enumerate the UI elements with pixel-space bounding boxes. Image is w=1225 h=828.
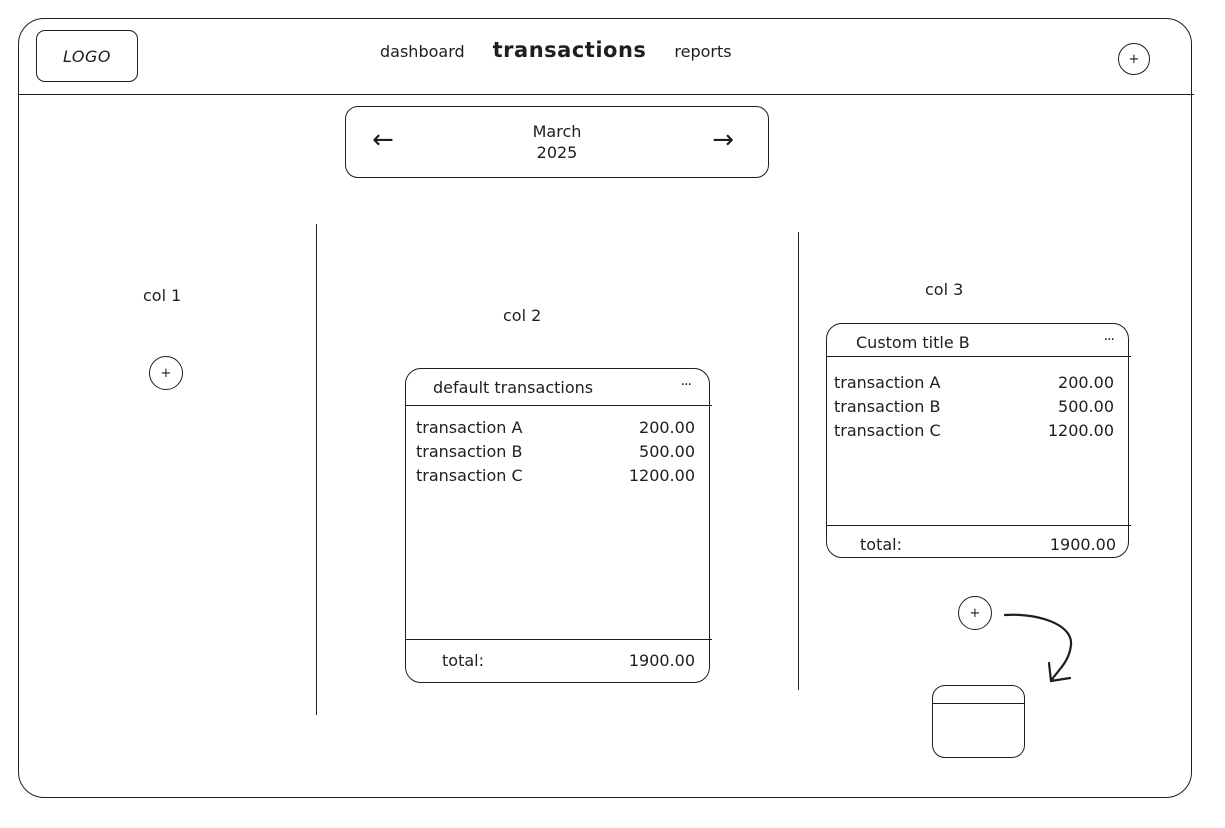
total-label: total: (860, 535, 902, 554)
transaction-name: transaction A (834, 373, 941, 392)
month-label: March 2025 (346, 121, 768, 163)
transaction-amount: 200.00 (1058, 373, 1114, 392)
col1-label: col 1 (143, 286, 182, 305)
prev-month-arrow-icon[interactable]: ← (372, 125, 394, 155)
col3-add-button[interactable]: + (958, 596, 992, 630)
transaction-name: transaction A (416, 418, 523, 437)
header-add-button[interactable]: + (1118, 43, 1150, 75)
transaction-name: transaction B (416, 442, 523, 461)
logo[interactable]: LOGO (36, 30, 138, 82)
transaction-amount: 500.00 (639, 442, 695, 461)
col1-add-button[interactable]: + (149, 356, 183, 390)
total-row: total: 1900.00 (860, 535, 1116, 554)
placeholder-title-divider (932, 703, 1025, 704)
plus-icon: + (969, 605, 981, 621)
app-frame (18, 18, 1192, 798)
month-navigator: ← March 2025 → (345, 106, 769, 178)
table-row[interactable]: transaction A 200.00 (834, 371, 1114, 395)
total-row: total: 1900.00 (442, 651, 695, 670)
transaction-amount: 200.00 (639, 418, 695, 437)
nav-dashboard[interactable]: dashboard (380, 42, 465, 61)
transaction-amount: 1200.00 (628, 466, 695, 485)
nav-transactions[interactable]: transactions (492, 38, 647, 62)
total-value: 1900.00 (628, 651, 695, 670)
col3-label: col 3 (925, 280, 964, 299)
next-month-arrow-icon[interactable]: → (712, 125, 734, 155)
main-nav: dashboard transactions reports (380, 38, 732, 62)
month-year: 2025 (536, 143, 578, 162)
column-divider-2 (798, 232, 799, 690)
nav-reports[interactable]: reports (674, 42, 732, 61)
table-row[interactable]: transaction C 1200.00 (834, 419, 1114, 443)
plus-icon: + (1128, 51, 1140, 67)
total-label: total: (442, 651, 484, 670)
transaction-name: transaction C (834, 421, 941, 440)
more-menu-icon[interactable]: ··· (1103, 332, 1115, 348)
table-row[interactable]: transaction B 500.00 (416, 440, 695, 464)
header-divider (18, 94, 1194, 95)
card-total-divider (826, 525, 1131, 526)
card-title: Custom title B (856, 333, 970, 352)
transactions-card-custom: Custom title B ··· transaction A 200.00 … (826, 323, 1131, 558)
curved-arrow-icon (1003, 613, 1073, 683)
table-row[interactable]: transaction A 200.00 (416, 416, 695, 440)
card-title-divider (826, 356, 1131, 357)
new-card-placeholder (932, 685, 1025, 758)
table-row[interactable]: transaction B 500.00 (834, 395, 1114, 419)
more-menu-icon[interactable]: ··· (680, 377, 692, 393)
month-name: March (532, 122, 582, 141)
col2-label: col 2 (503, 306, 542, 325)
transaction-name: transaction C (416, 466, 523, 485)
transaction-name: transaction B (834, 397, 941, 416)
card-title: default transactions (433, 378, 594, 397)
transaction-amount: 1200.00 (1047, 421, 1114, 440)
card-title-divider (405, 405, 712, 406)
table-row[interactable]: transaction C 1200.00 (416, 464, 695, 488)
plus-icon: + (160, 365, 172, 381)
card-total-divider (405, 639, 712, 640)
total-value: 1900.00 (1049, 535, 1116, 554)
transaction-amount: 500.00 (1058, 397, 1114, 416)
column-divider-1 (316, 224, 317, 715)
transactions-card-default: default transactions ··· transaction A 2… (405, 368, 712, 683)
